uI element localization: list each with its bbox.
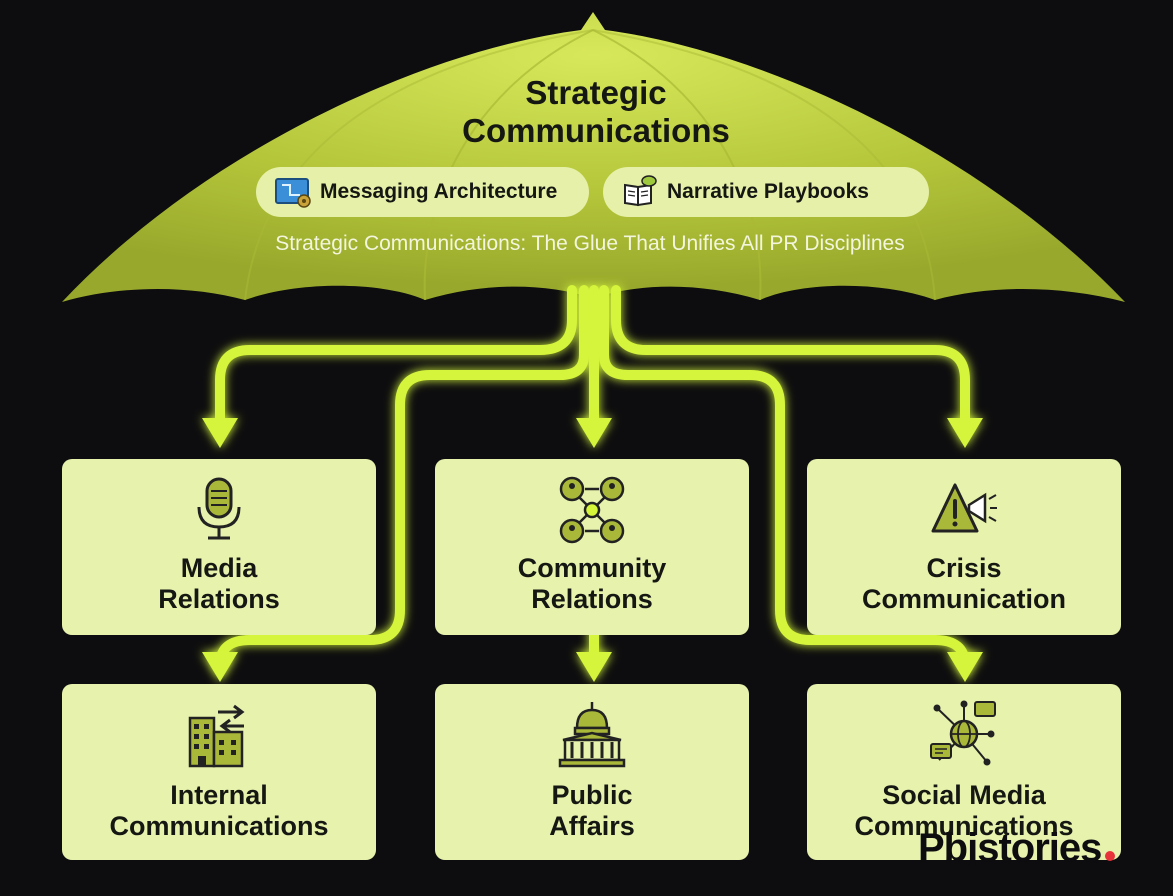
umbrella-tagline: Strategic Communications: The Glue That … [275,232,905,255]
arrow-social-media [599,285,970,670]
arrow-internal-communications [215,285,589,670]
umbrella-rib [423,29,594,301]
umbrella-canopy [62,12,1125,302]
card-media-relations: Media Relations [62,459,376,635]
pill-narrative-playbooks: Narrative Playbooks [603,167,929,217]
card-label: Media Relations [158,553,280,614]
umbrella-rib [592,29,762,301]
pill-label: Narrative Playbooks [667,180,869,203]
card-community-relations: Community Relations [435,459,749,635]
blueprint-icon [272,175,314,209]
umbrella-rib [244,29,594,301]
globe-chat-icon [929,700,999,770]
arrowhead-crisis-communication [947,418,983,448]
pill-messaging-architecture: Messaging Architecture [256,167,589,217]
card-label: Crisis Communication [861,553,1066,614]
card-label: Community Relations [517,553,667,614]
card-social-media-communications: Social Media Communications [807,684,1121,860]
arrowhead-public-affairs [576,652,612,682]
card-public-affairs: Public Affairs [435,684,749,860]
card-crisis-communication: Crisis Communication [807,459,1121,635]
warning-megaphone-icon [929,475,999,545]
watermark-text: Pbjstories [918,826,1102,870]
microphone-icon [184,475,254,545]
arrowhead-media-relations [202,418,238,448]
office-building-arrows-icon [184,700,254,770]
arrow-media-relations [215,285,577,430]
pill-label: Messaging Architecture [320,180,558,203]
arrow-crisis-communication [611,285,970,430]
card-label: Public Affairs [549,780,635,841]
arrowhead-community-relations [576,418,612,448]
arrowhead-internal-communications [202,652,238,682]
card-label: Internal Communications [109,780,329,841]
card-internal-communications: Internal Communications [62,684,376,860]
card-label: Social Media Communications [854,780,1074,841]
capitol-building-icon [557,700,627,770]
watermark-logo: Pbjstories [918,826,1116,876]
arrowhead-social-media [947,652,983,682]
umbrella-title: Strategic Communications [462,74,730,149]
watermark-dot [1105,851,1116,861]
network-people-icon [557,475,627,545]
umbrella-rib [592,29,936,301]
open-book-icon [619,175,661,209]
